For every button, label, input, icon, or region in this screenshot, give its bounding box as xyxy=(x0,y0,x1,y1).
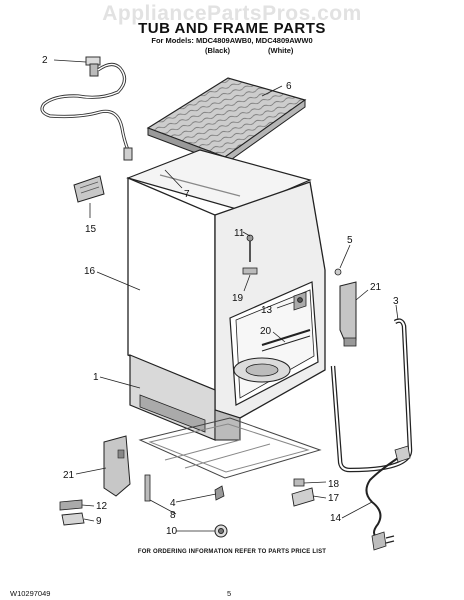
callout-9: 9 xyxy=(96,516,102,527)
base-pan-1 xyxy=(129,354,241,441)
callout-6: 6 xyxy=(286,81,292,92)
callout-1: 1 xyxy=(93,372,99,383)
document-number: W10297049 xyxy=(10,589,51,598)
callout-8: 8 xyxy=(170,510,176,521)
callout-13: 13 xyxy=(261,305,273,316)
diagram-title: TUB AND FRAME PARTS xyxy=(138,20,326,37)
small-hardware-parts xyxy=(59,474,228,538)
callout-16: 16 xyxy=(84,266,96,277)
watermark: AppliancePartsPros.com xyxy=(102,2,362,25)
callout-3: 3 xyxy=(393,296,399,307)
callout-14: 14 xyxy=(330,513,342,524)
variant-white-label: (White) xyxy=(268,46,294,55)
door-hinge-bracket-right xyxy=(339,281,357,347)
mounting-bracket-15 xyxy=(73,175,105,203)
callout-17: 17 xyxy=(328,493,340,504)
callout-7: 7 xyxy=(184,189,190,200)
callout-5: 5 xyxy=(347,235,353,246)
callout-10: 10 xyxy=(166,526,178,537)
models-line: For Models: MDC4809AWB0, MDC4809AWW0 xyxy=(151,36,313,45)
callout-19: 19 xyxy=(232,293,244,304)
callout-11: 11 xyxy=(234,228,245,239)
fill-hose-assembly xyxy=(40,56,133,161)
base-frame xyxy=(138,417,322,479)
callout-15: 15 xyxy=(85,224,97,235)
callout-labels: 2 6 7 15 11 5 16 19 13 21 3 20 1 21 18 1… xyxy=(42,55,399,537)
callout-21-right: 21 xyxy=(370,282,382,293)
ordering-note: FOR ORDERING INFORMATION REFER TO PARTS … xyxy=(137,549,327,555)
page-number: 5 xyxy=(227,589,232,598)
callout-4: 4 xyxy=(170,498,176,509)
tub-opening-frame xyxy=(214,181,326,419)
fastener-parts xyxy=(242,234,342,311)
callout-2: 2 xyxy=(42,55,48,66)
callout-21-left: 21 xyxy=(63,470,75,481)
terminal-block-parts xyxy=(291,478,315,507)
callout-20: 20 xyxy=(260,326,272,337)
callout-18: 18 xyxy=(328,479,340,490)
side-panel-16 xyxy=(127,177,216,391)
door-hinge-bracket-left xyxy=(103,435,131,497)
callout-12: 12 xyxy=(96,501,108,512)
leader-lines xyxy=(53,59,399,532)
variant-black-label: (Black) xyxy=(205,46,231,55)
